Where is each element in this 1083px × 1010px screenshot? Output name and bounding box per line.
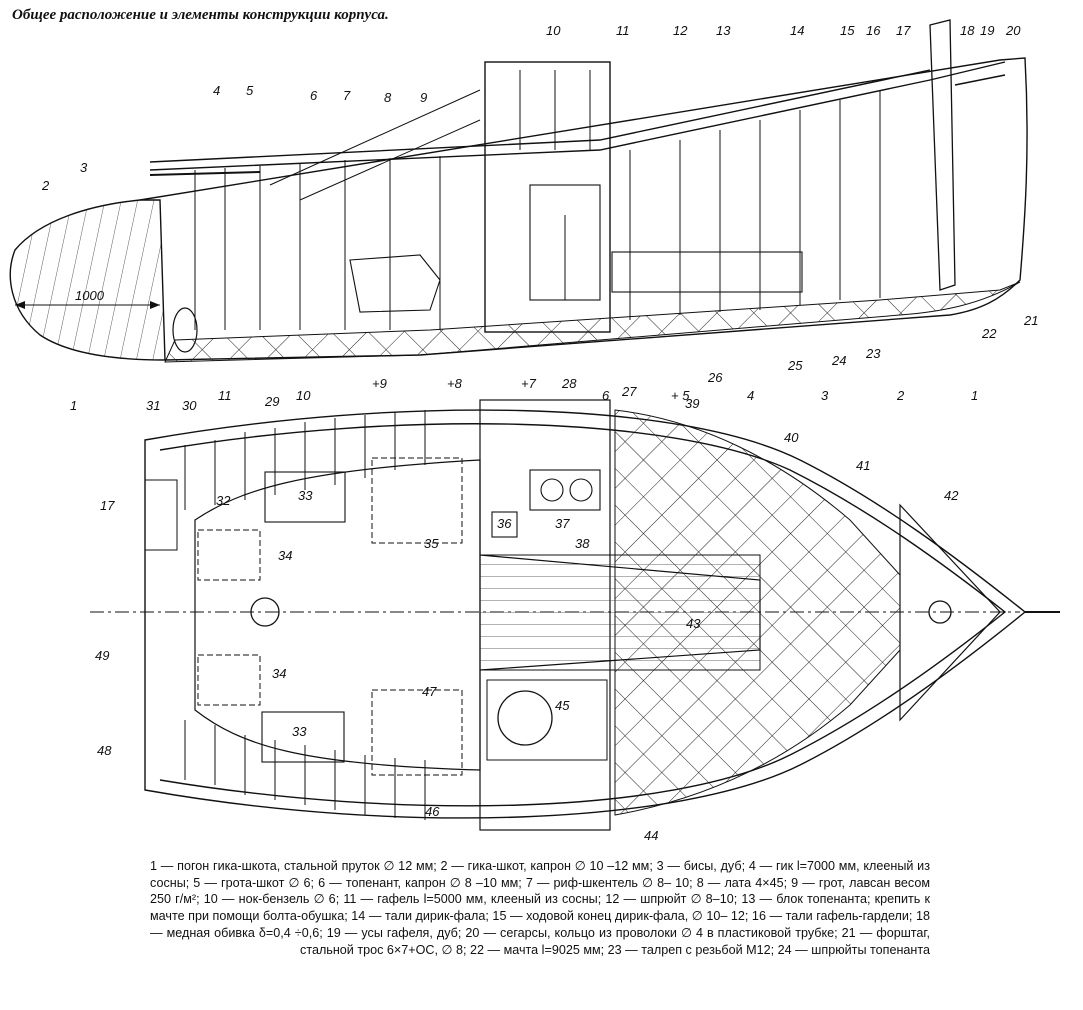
seat-locker-upper	[264, 471, 346, 523]
callout-11: 11	[616, 23, 630, 38]
callout-31: 31	[146, 398, 160, 413]
callout-22: 22	[981, 326, 997, 341]
steering-wheel	[250, 597, 280, 627]
callout-15: 15	[840, 23, 855, 38]
dimension-label: 1000	[75, 288, 105, 303]
keel	[164, 281, 1021, 363]
callout-21: 21	[1023, 313, 1038, 328]
station-4: 4	[747, 388, 754, 403]
callout-20: 20	[1005, 23, 1021, 38]
seat-locker-lower	[261, 711, 345, 763]
callout-5: 5	[246, 83, 254, 98]
transom	[9, 199, 166, 361]
callout-34-upper: 34	[278, 548, 292, 563]
station-1: 1	[971, 388, 978, 403]
callout-40: 40	[784, 430, 799, 445]
legend-caption: 1 — погон гика-шкота, стальной пруток ∅ …	[150, 859, 930, 957]
callout-2: 2	[41, 178, 50, 193]
callout-38: 38	[575, 536, 590, 551]
callout-43: 43	[686, 616, 701, 631]
callout-17-plan: 17	[100, 498, 115, 513]
hull-plan-outline	[144, 409, 1027, 819]
cockpit	[194, 459, 481, 771]
callout-29: 29	[264, 394, 279, 409]
callout-37: 37	[555, 516, 570, 531]
callout-1: 1	[70, 398, 77, 413]
callout-14: 14	[790, 23, 804, 38]
callout-46: 46	[425, 804, 440, 819]
callout-33-lower: 33	[292, 724, 307, 739]
callout-9: 9	[420, 90, 427, 105]
stove	[529, 469, 601, 511]
mast	[929, 19, 956, 291]
callout-23: 23	[865, 346, 881, 361]
callout-49: 49	[95, 648, 109, 663]
callout-24: 24	[831, 353, 846, 368]
water-tank	[497, 690, 553, 746]
station-9: +9	[372, 376, 387, 391]
callout-36: 36	[497, 516, 512, 531]
callout-8: 8	[384, 90, 392, 105]
station-3: 3	[821, 388, 829, 403]
station-10: 10	[296, 388, 311, 403]
plan-view	[90, 399, 1060, 831]
station-11: 11	[218, 388, 232, 403]
callout-4: 4	[213, 83, 220, 98]
callout-35: 35	[424, 536, 439, 551]
sink	[491, 511, 518, 538]
callout-27: 27	[621, 384, 637, 399]
mast-step	[928, 600, 952, 624]
callout-17: 17	[896, 23, 911, 38]
callout-10: 10	[546, 23, 561, 38]
callout-33-upper: 33	[298, 488, 313, 503]
engine	[349, 254, 441, 313]
cabin-trunk	[484, 61, 611, 333]
callout-25: 25	[787, 358, 803, 373]
callout-30: 30	[182, 398, 197, 413]
callout-41: 41	[856, 458, 870, 473]
page-title: Общее расположение и элементы конструкци…	[12, 7, 389, 23]
profile-view	[9, 19, 1028, 363]
station-8: +8	[447, 376, 463, 391]
station-5: + 5	[671, 388, 690, 403]
callout-34-lower: 34	[272, 666, 286, 681]
station-7: +7	[521, 376, 537, 391]
callout-45: 45	[555, 698, 570, 713]
station-marks: 11 10 +9 +8 +7 6 + 5 4 3 2 1	[218, 376, 978, 403]
callout-42: 42	[944, 488, 959, 503]
profile-frames	[194, 70, 881, 330]
callout-6: 6	[310, 88, 318, 103]
callout-26: 26	[707, 370, 723, 385]
plan-callout-numbers: 17 32 33 34 35 36 37 38 39 40 41 42 43 3…	[95, 396, 959, 843]
callout-13: 13	[716, 23, 731, 38]
propeller	[172, 307, 198, 353]
callout-16: 16	[866, 23, 881, 38]
callout-12: 12	[673, 23, 688, 38]
callout-7: 7	[343, 88, 351, 103]
cabin-sole	[479, 554, 761, 671]
callout-39: 39	[685, 396, 699, 411]
profile-callout-numbers: 1 2 3 4 5 6 7 8 9 10 11 12 13 14 15 16 1…	[41, 23, 1038, 413]
callout-28: 28	[561, 376, 577, 391]
callout-32: 32	[216, 493, 231, 508]
stern-post-plan	[144, 479, 178, 551]
construction-drawing: 1000 1 2 3 4 5 6 7 8 9 10 11 12 13 14 15…	[9, 19, 1060, 843]
callout-48: 48	[97, 743, 112, 758]
station-2: 2	[896, 388, 905, 403]
callout-18: 18	[960, 23, 975, 38]
callout-3: 3	[80, 160, 88, 175]
station-6: 6	[602, 388, 610, 403]
berth	[611, 251, 803, 293]
callout-44: 44	[644, 828, 658, 843]
callout-19: 19	[980, 23, 994, 38]
callout-47: 47	[422, 684, 437, 699]
